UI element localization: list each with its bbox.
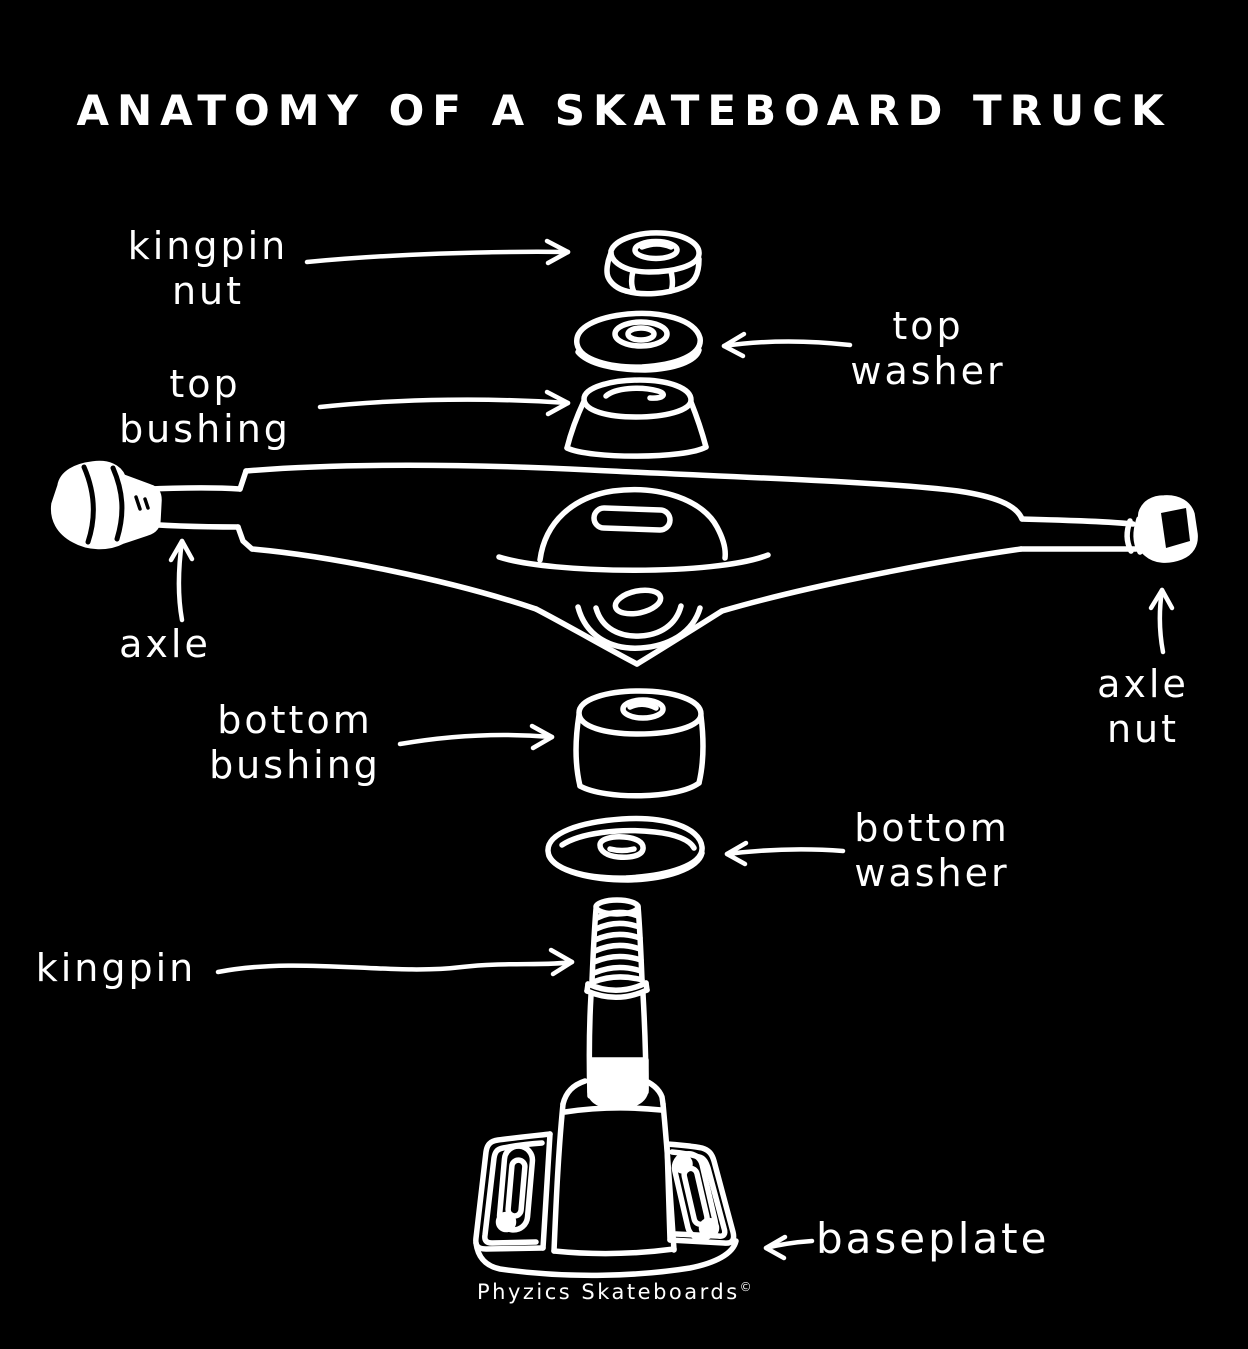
label-top-bushing: top bushing — [119, 362, 291, 451]
baseplate-arrow — [763, 1234, 815, 1261]
arrows — [168, 238, 1175, 1261]
hanger-drawing — [50, 460, 1198, 667]
credit-text: Phyzics Skateboards© — [477, 1280, 752, 1304]
kingpin-nut-arrow — [304, 238, 571, 266]
label-bottom-washer: bottom washer — [854, 806, 1010, 895]
label-baseplate: baseplate — [816, 1214, 1050, 1263]
axle-nut-arrow — [1148, 587, 1175, 655]
left-axle-end — [50, 460, 162, 550]
copyright-symbol: © — [739, 1280, 752, 1294]
axle-arrow — [168, 538, 195, 623]
bottom-washer-drawing — [545, 815, 705, 883]
label-axle: axle — [119, 622, 211, 666]
kingpin-drawing — [584, 897, 650, 1110]
top-washer-drawing — [574, 310, 703, 373]
top-bushing-arrow — [317, 389, 571, 417]
label-bottom-bushing: bottom bushing — [209, 698, 381, 787]
bottom-bushing-drawing — [573, 688, 706, 799]
label-top-washer: top washer — [850, 304, 1006, 393]
kingpin-arrow — [215, 947, 575, 977]
credit-brand: Phyzics Skateboards — [477, 1280, 740, 1304]
right-axle-nut-end — [1124, 495, 1198, 563]
bottom-washer-arrow — [724, 840, 846, 867]
kingpin-nut-drawing — [604, 230, 702, 297]
top-bushing-drawing — [564, 377, 709, 459]
page-title: ANATOMY OF A SKATEBOARD TRUCK — [76, 86, 1172, 135]
label-kingpin-nut: kingpin nut — [127, 224, 289, 313]
label-kingpin: kingpin — [35, 946, 197, 990]
right-axle-shaft — [1019, 516, 1136, 527]
bottom-bushing-arrow — [397, 723, 555, 751]
top-washer-arrow — [721, 331, 853, 359]
label-axle-nut: axle nut — [1097, 662, 1189, 751]
baseplate-drawing — [473, 1076, 739, 1279]
